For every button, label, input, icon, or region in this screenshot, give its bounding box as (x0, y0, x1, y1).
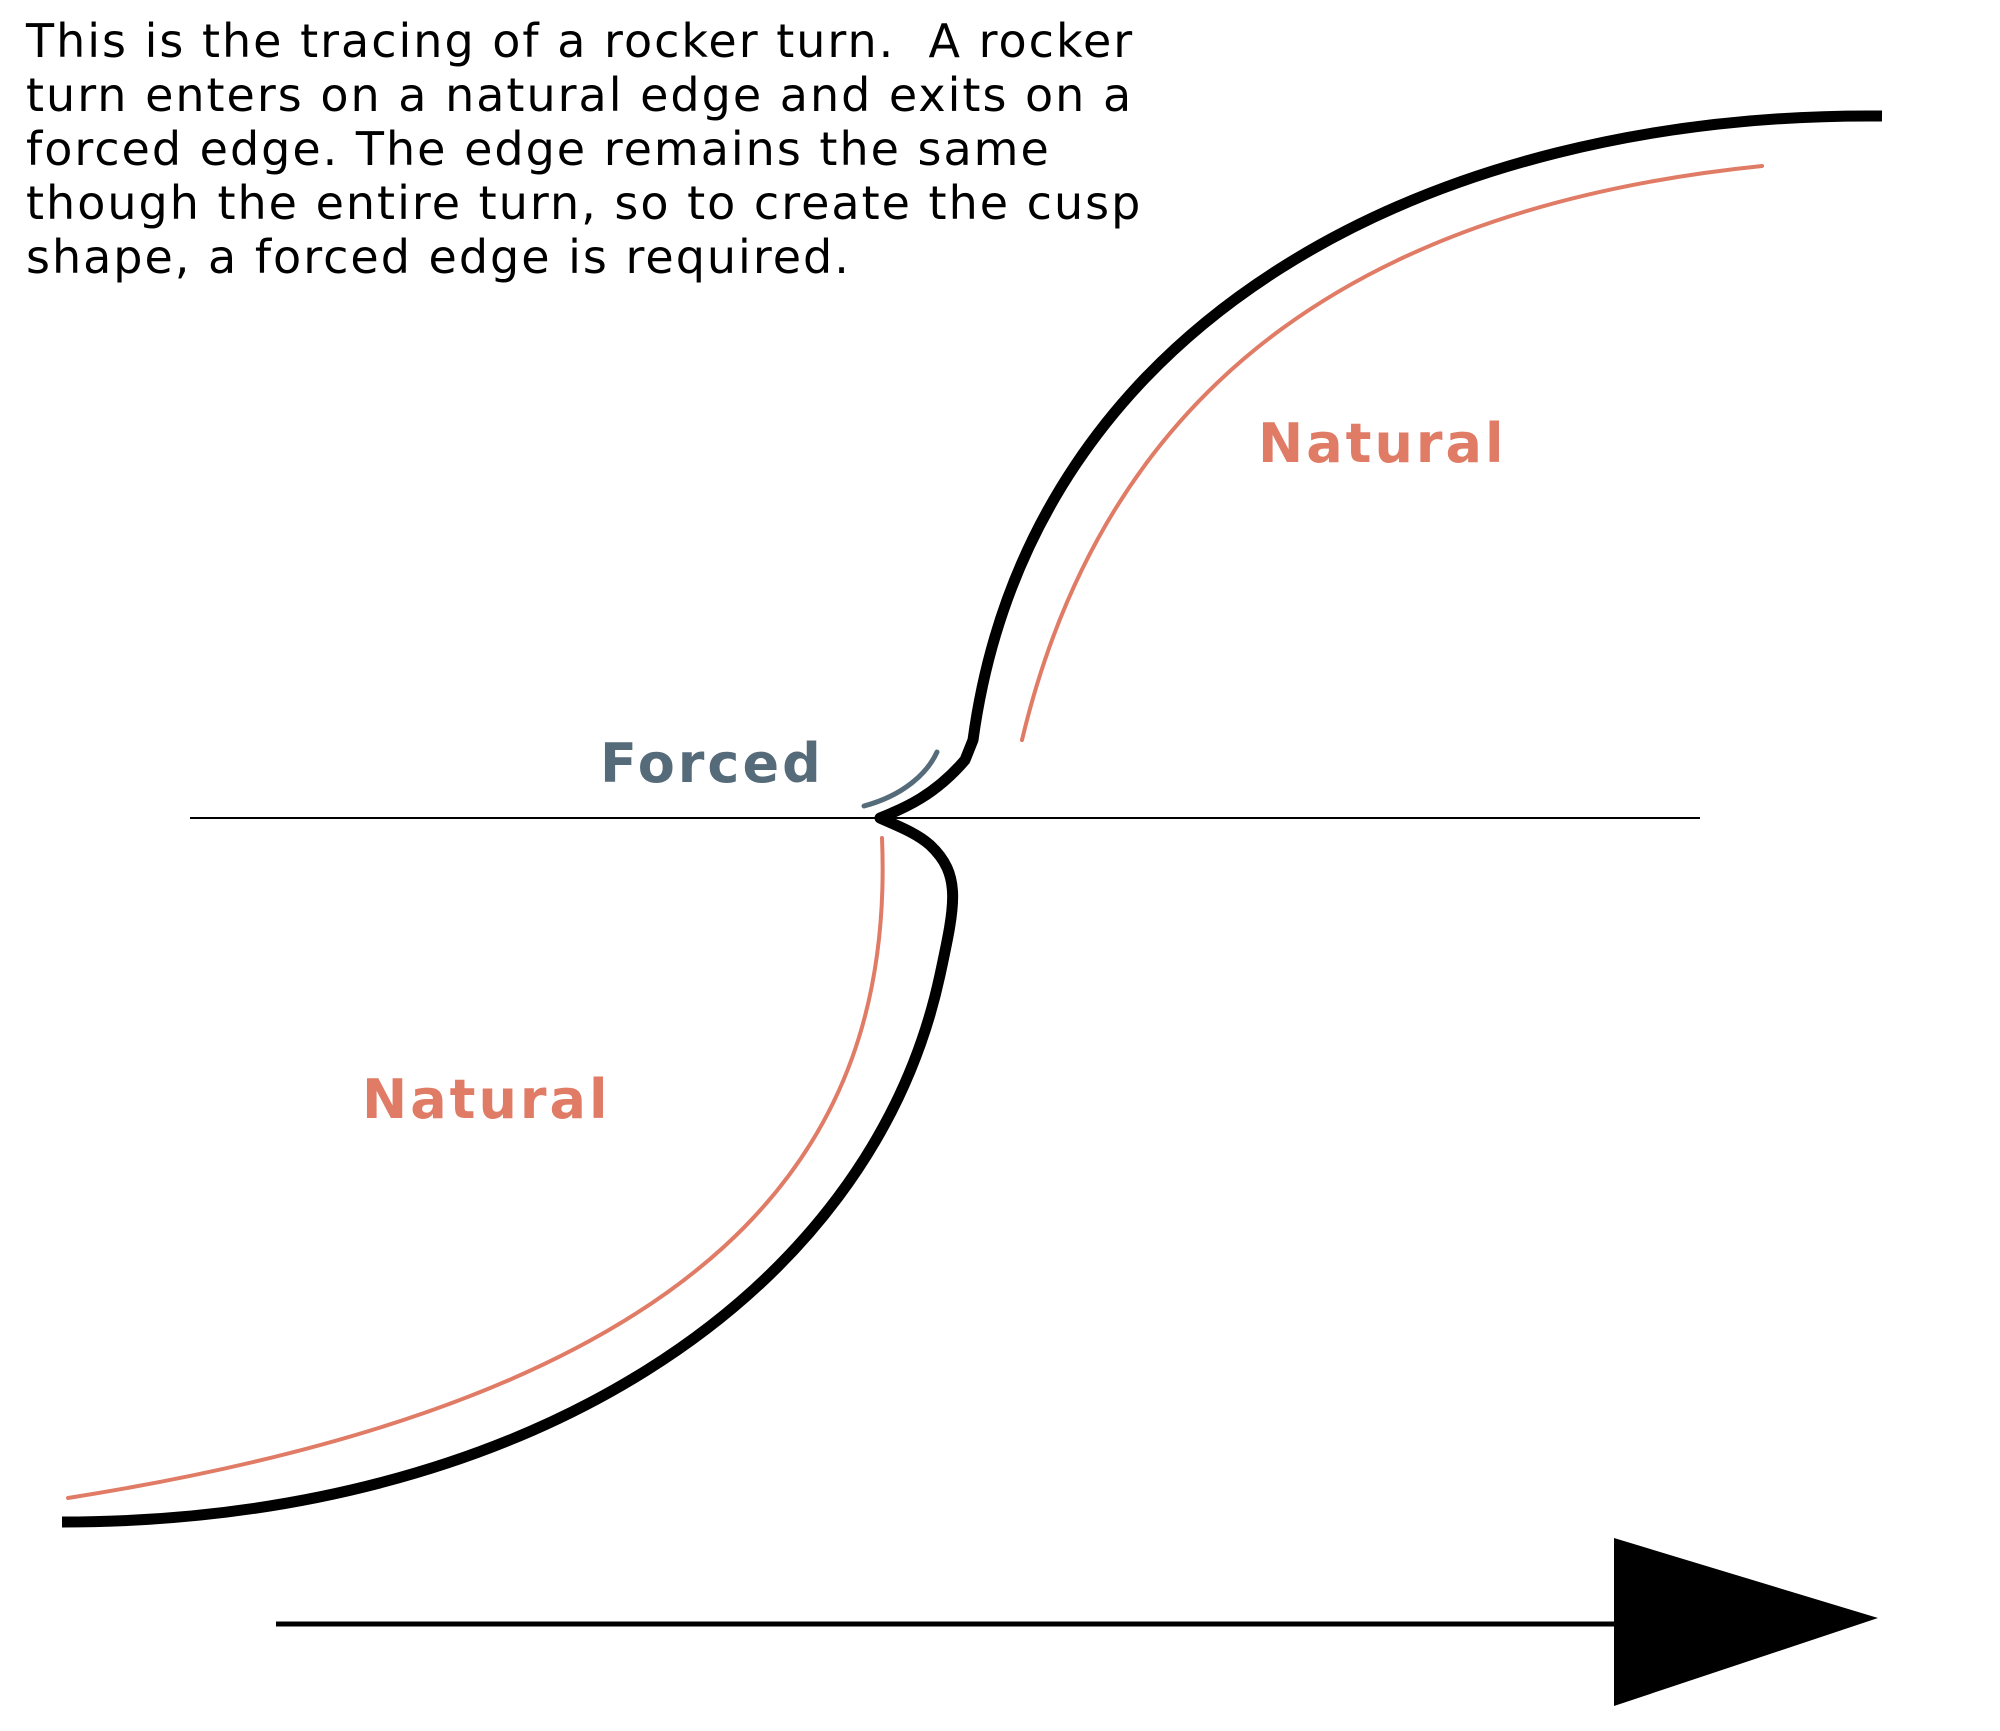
description-line: shape, a forced edge is required. (26, 230, 851, 284)
description-line: turn enters on a natural edge and exits … (26, 68, 1134, 122)
natural-edge-lower (66, 836, 885, 1500)
description-text: This is the tracing of a rocker turn. A … (26, 14, 1356, 284)
description-line: This is the tracing of a rocker turn. A … (26, 14, 1135, 68)
forced-edge (861, 749, 940, 809)
natural-edge-upper (1020, 164, 1764, 742)
natural-label-lower: Natural (362, 1068, 610, 1131)
description-line: forced edge. The edge remains the same (26, 122, 1051, 176)
tracing-line (61, 110, 1883, 1528)
right-arrow-icon (276, 1538, 1878, 1706)
natural-label-upper: Natural (1258, 412, 1506, 475)
description-line: though the entire turn, so to create the… (26, 176, 1143, 230)
forced-label: Forced (600, 732, 824, 795)
